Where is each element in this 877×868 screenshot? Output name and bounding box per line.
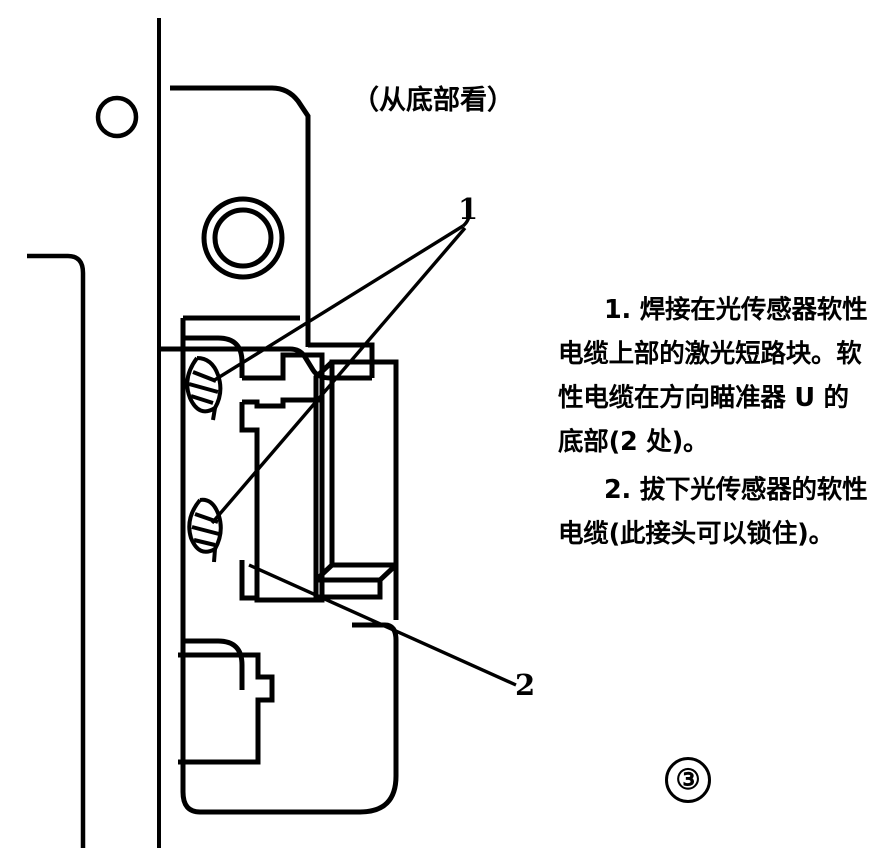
lower-housing-outline	[183, 638, 245, 690]
flex-cable-connector-block-front	[329, 359, 399, 568]
note-item-1: 1. 焊接在光传感器软性电缆上部的激光短路块。软性电缆在方向瞄准器 U 的底部(…	[558, 295, 868, 457]
left-bracket-edge	[27, 253, 86, 848]
flex-cable-connector-block-base-edge	[313, 580, 383, 600]
figure-number-badge: ③	[665, 757, 711, 803]
leader-line-2	[248, 563, 517, 687]
leader-line-1b	[210, 226, 467, 525]
mid-housing-inner-step	[183, 335, 245, 378]
flex-cable-solder-joint-lower	[187, 497, 223, 563]
inner-rib-foot	[239, 560, 325, 603]
flex-cable-connector-block-top	[313, 360, 334, 586]
lower-inner-plate	[178, 652, 275, 765]
upper-housing-outline	[170, 85, 311, 347]
flex-cable-solder-joint-upper	[185, 356, 223, 421]
notes-block: 1. 焊接在光传感器软性电缆上部的激光短路块。软性电缆在方向瞄准器 U 的底部(…	[558, 288, 870, 560]
concentric-boss-inner	[212, 207, 274, 269]
callout-label-2: 2	[515, 668, 536, 702]
mid-housing-outer-right-wall	[369, 345, 399, 620]
leader-line-1-hook	[461, 211, 471, 228]
concentric-boss-outer	[201, 196, 285, 280]
view-title: （从底部看）	[352, 85, 514, 116]
upper-housing-step	[159, 346, 372, 381]
leader-line-1a	[212, 224, 464, 383]
small-round-hole	[95, 95, 139, 139]
inner-rib-left-edge	[239, 402, 260, 600]
callout-label-1: 1	[458, 192, 479, 226]
inner-rib-profile	[242, 352, 325, 409]
note-item-2: 2. 拔下光传感器的软性电缆(此接头可以锁住)。	[558, 475, 868, 549]
